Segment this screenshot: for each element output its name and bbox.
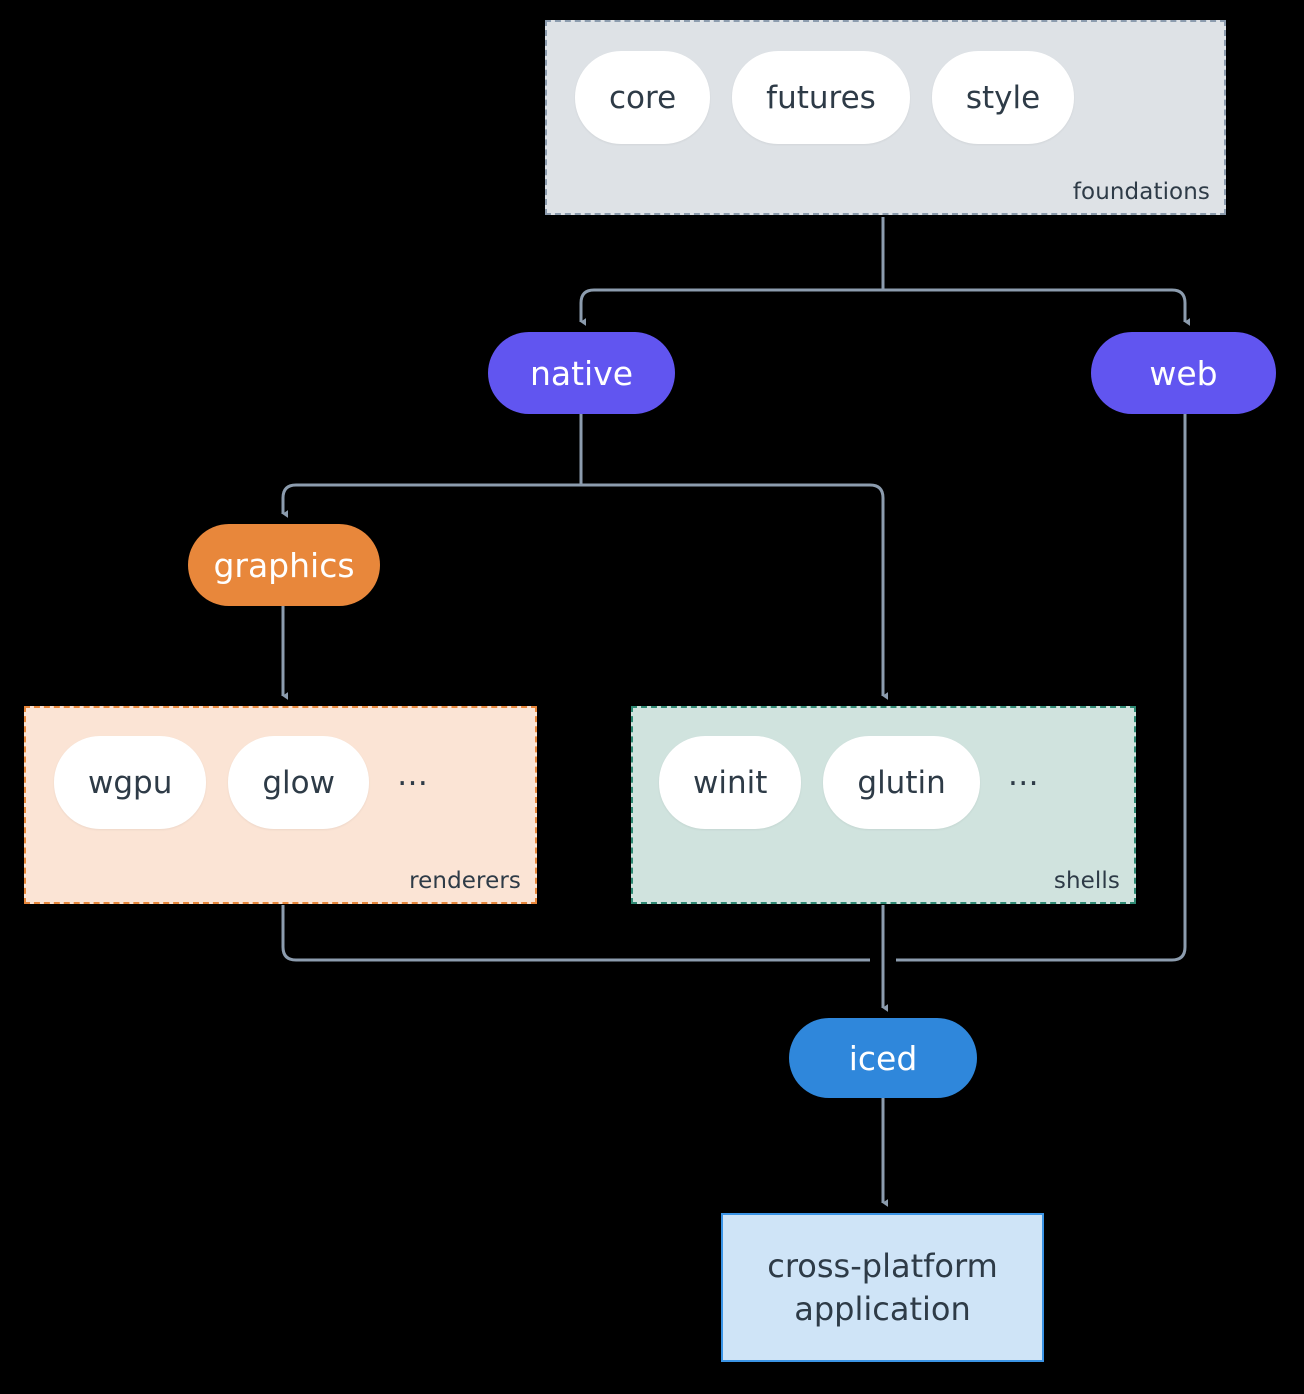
group-shells[interactable]: winit glutin … shells — [631, 706, 1136, 904]
edge-web-to-iced — [896, 414, 1187, 962]
group-foundations[interactable]: core futures style foundations — [545, 20, 1226, 215]
node-graphics-label: graphics — [213, 545, 355, 585]
group-shells-items: winit glutin … — [659, 736, 1045, 829]
node-application-line2: application — [794, 1289, 971, 1328]
node-cross-platform-application[interactable]: cross-platform application — [721, 1213, 1044, 1362]
group-foundations-items: core futures style — [575, 51, 1075, 144]
edge-native-to-shells — [581, 483, 888, 700]
chip-glow[interactable]: glow — [228, 736, 369, 829]
shells-more-ellipsis: … — [1007, 757, 1039, 793]
node-native[interactable]: native — [488, 332, 675, 414]
node-web-label: web — [1149, 353, 1218, 393]
edge-native-to-graphics — [281, 483, 581, 518]
group-renderers[interactable]: wgpu glow … renderers — [24, 706, 537, 904]
node-graphics[interactable]: graphics — [188, 524, 380, 606]
chip-wgpu[interactable]: wgpu — [54, 736, 207, 829]
node-iced[interactable]: iced — [789, 1018, 977, 1098]
node-iced-label: iced — [848, 1038, 918, 1078]
chip-core[interactable]: core — [575, 51, 711, 144]
node-application-line1: cross-platform — [767, 1246, 998, 1285]
group-shells-label: shells — [1053, 868, 1120, 894]
edge-renderers-to-iced — [281, 905, 870, 962]
chip-winit[interactable]: winit — [659, 736, 802, 829]
group-renderers-items: wgpu glow … — [54, 736, 434, 829]
group-renderers-label: renderers — [409, 868, 521, 894]
node-web[interactable]: web — [1091, 332, 1276, 414]
edge-foundations-to-native — [579, 288, 883, 326]
chip-futures[interactable]: futures — [732, 51, 910, 144]
chip-glutin[interactable]: glutin — [823, 736, 980, 829]
group-foundations-label: foundations — [1072, 179, 1210, 205]
renderers-more-ellipsis: … — [396, 757, 428, 793]
chip-style[interactable]: style — [931, 51, 1075, 144]
edge-foundations-to-web — [883, 288, 1190, 326]
node-native-label: native — [529, 353, 634, 393]
